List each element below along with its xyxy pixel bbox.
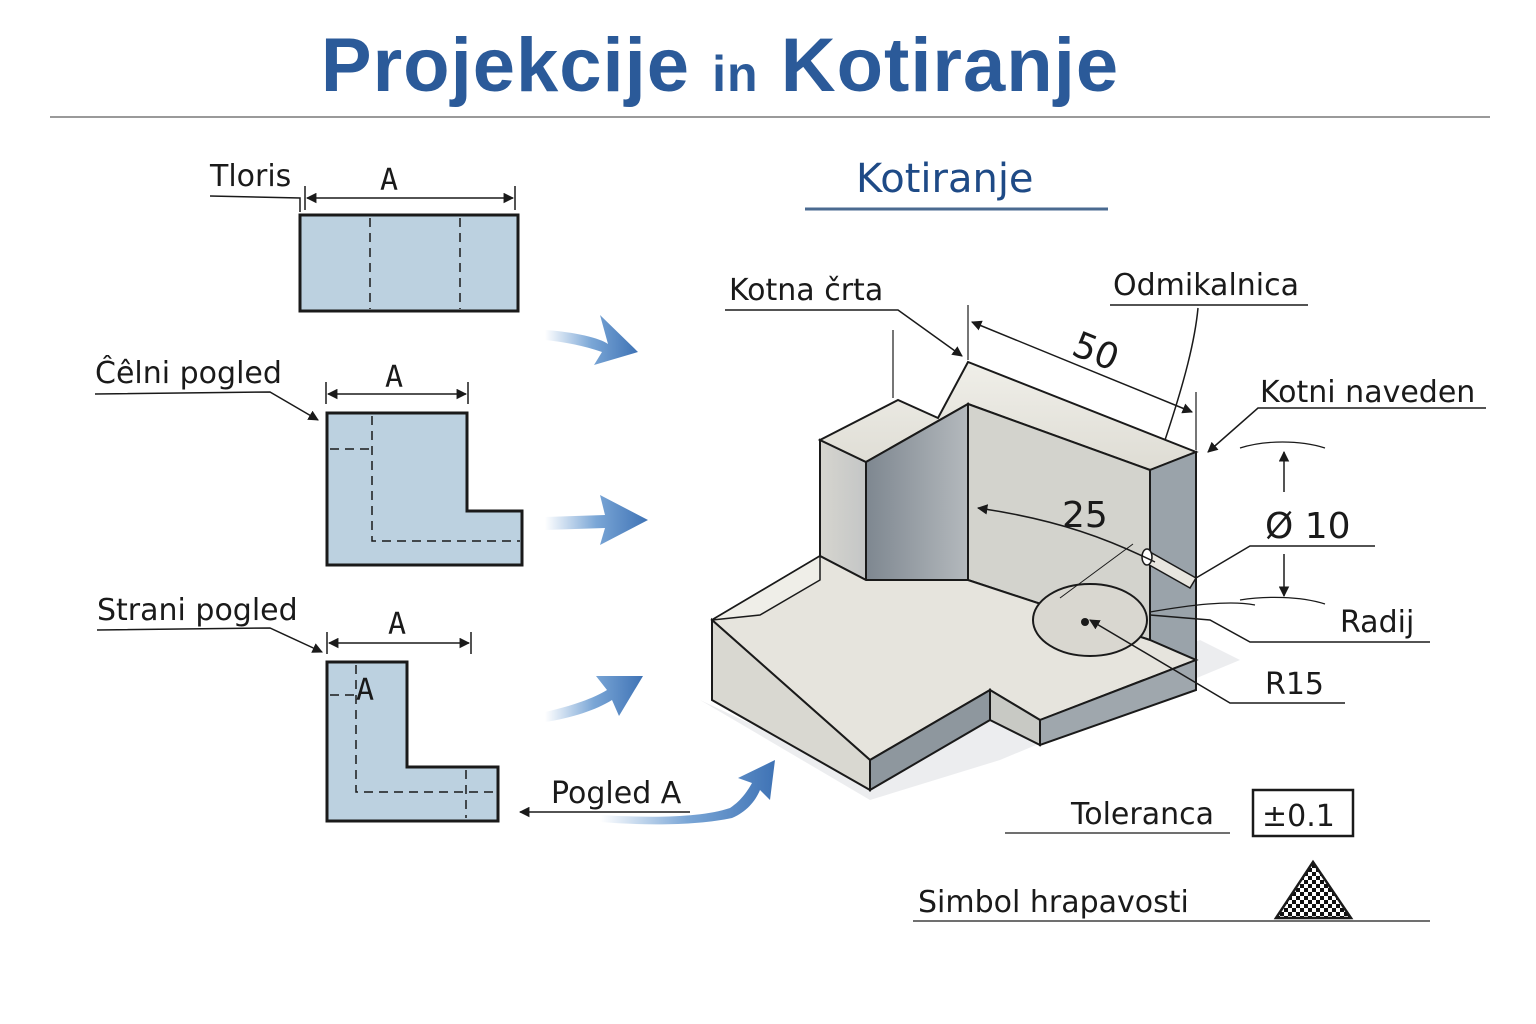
celni-label: Ĉêlni pogled [95, 354, 282, 391]
title-part-1: Projekcije [320, 23, 691, 108]
isometric-part [700, 360, 1240, 800]
simbol-label: Simbol hrapavosti [918, 885, 1189, 920]
odmikalnica-leader [1164, 307, 1199, 441]
kotiranje-heading: Kotiranje [856, 156, 1034, 202]
strani-leader [96, 627, 323, 653]
r15-leader [1089, 619, 1345, 704]
toleranca-label: Toleranca [1070, 797, 1214, 832]
radij-label: Radij [1340, 605, 1414, 640]
celni-leader [94, 391, 319, 421]
kotna-crta-label: Kotna črta [729, 273, 883, 308]
strani-view: Strani pogled A A Pogled A [96, 593, 690, 823]
dim-50-label: 50 [1067, 324, 1125, 379]
dim-50-line [971, 320, 1193, 414]
tolerance-value: ±0.1 [1262, 799, 1335, 834]
title-part-2: Kotiranje [780, 23, 1120, 108]
tloris-dim-label: A [380, 163, 398, 198]
tloris-leader [209, 195, 301, 212]
odmikalnica-label: Odmikalnica [1113, 268, 1299, 303]
tloris-view: Tloris A [209, 159, 520, 313]
title-connector: in [712, 46, 759, 102]
page-title: Projekcije in Kotiranje [0, 22, 1440, 109]
tloris-label: Tloris [209, 159, 291, 194]
strani-dim-label: A [388, 607, 406, 642]
pogled-a-label: Pogled A [551, 776, 682, 811]
radij-leader [1149, 614, 1430, 643]
r15-label: R15 [1265, 667, 1324, 702]
annotations: Kotna črta Odmikalnica Kotni naveden Ø 1… [725, 268, 1486, 922]
strani-label: Strani pogled [97, 593, 298, 628]
diameter-leader [1195, 545, 1375, 579]
kotni-naveden-leader [1207, 407, 1486, 453]
blue-arrow-icon [545, 495, 648, 545]
tloris-shape [298, 213, 520, 313]
dim-25-line [976, 504, 1156, 563]
celni-shape [325, 411, 524, 567]
strani-shape [325, 660, 500, 823]
strani-inner-label: A [356, 673, 374, 708]
diameter-label: Ø 10 [1265, 506, 1351, 547]
celni-view: Ĉêlni pogled A [94, 354, 524, 567]
blue-arrow-icon [600, 760, 775, 825]
tolerance-box [1251, 788, 1355, 838]
kotna-crta-leader [725, 309, 963, 357]
kotni-naveden-label: Kotni naveden [1260, 375, 1475, 410]
blue-arrow-icon [545, 315, 638, 365]
blue-arrow-icon [545, 676, 643, 722]
transition-arrows [545, 315, 775, 825]
roughness-symbol-icon [1273, 859, 1354, 920]
dim-25-label: 25 [1062, 495, 1108, 536]
celni-dim-label: A [385, 360, 403, 395]
